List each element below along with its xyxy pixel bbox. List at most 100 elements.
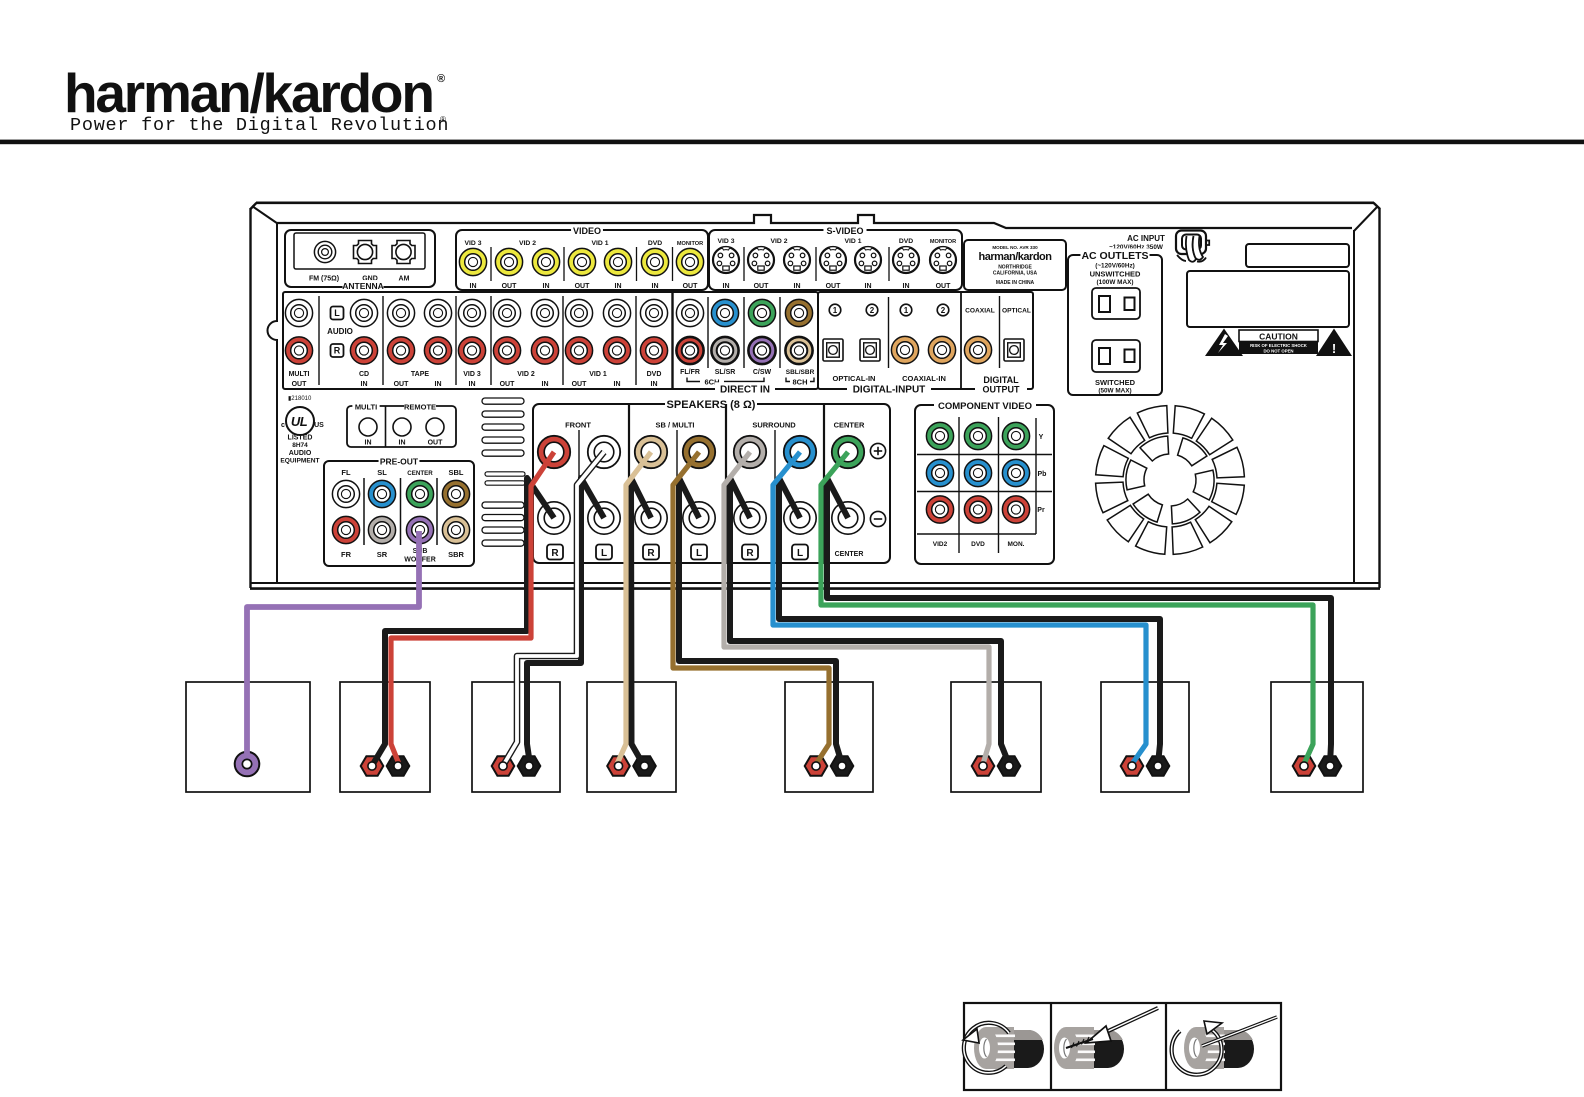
svg-text:VID 2: VID 2 xyxy=(771,238,788,245)
svg-text:IN: IN xyxy=(903,283,910,290)
svg-text:DO NOT OPEN: DO NOT OPEN xyxy=(1263,349,1293,354)
svg-text:SL: SL xyxy=(377,468,387,477)
svg-text:IN: IN xyxy=(542,381,549,388)
svg-text:C/SW: C/SW xyxy=(753,369,772,376)
svg-text:8H74: 8H74 xyxy=(292,442,308,449)
svg-text:MADE IN CHINA: MADE IN CHINA xyxy=(996,280,1035,286)
svg-text:CALIFORNIA, USA: CALIFORNIA, USA xyxy=(993,271,1038,277)
svg-text:CD: CD xyxy=(359,371,369,378)
svg-text:FRONT: FRONT xyxy=(565,421,591,430)
svg-text:IN: IN xyxy=(723,283,730,290)
svg-text:DIGITAL-INPUT: DIGITAL-INPUT xyxy=(853,385,926,396)
svg-text:MONITOR: MONITOR xyxy=(677,241,703,247)
svg-text:OUT: OUT xyxy=(936,283,952,290)
svg-text:MONITOR: MONITOR xyxy=(930,239,956,245)
svg-text:L: L xyxy=(797,548,803,559)
svg-text:IN: IN xyxy=(615,283,622,290)
svg-text:(100W MAX): (100W MAX) xyxy=(1097,279,1134,286)
svg-text:DVD: DVD xyxy=(971,541,985,548)
svg-text:OUT: OUT xyxy=(394,381,410,388)
svg-text:COAXIAL-IN: COAXIAL-IN xyxy=(902,374,946,383)
svg-text:Pb: Pb xyxy=(1038,471,1047,478)
svg-text:IN: IN xyxy=(652,283,659,290)
svg-text:MON.: MON. xyxy=(1008,541,1025,548)
svg-text:VID 3: VID 3 xyxy=(463,371,481,378)
svg-text:IN: IN xyxy=(469,381,476,388)
svg-text:AC OUTLETS: AC OUTLETS xyxy=(1081,250,1148,262)
svg-text:VID 3: VID 3 xyxy=(718,238,735,245)
svg-text:OUT: OUT xyxy=(683,283,699,290)
svg-text:IN: IN xyxy=(651,381,658,388)
svg-text:GND: GND xyxy=(362,276,378,283)
svg-text:OUT: OUT xyxy=(754,283,770,290)
svg-text:~120V/60Hz 350W: ~120V/60Hz 350W xyxy=(1109,244,1164,251)
svg-text:IN: IN xyxy=(399,440,406,447)
svg-text:SURROUND: SURROUND xyxy=(752,421,796,430)
svg-text:EQUIPMENT: EQUIPMENT xyxy=(280,458,319,465)
svg-text:SB / MULTI: SB / MULTI xyxy=(655,421,694,430)
svg-text:DIRECT IN: DIRECT IN xyxy=(720,385,770,396)
svg-text:OUT: OUT xyxy=(292,381,308,388)
svg-text:2: 2 xyxy=(941,306,946,315)
svg-text:IN: IN xyxy=(794,283,801,290)
svg-text:IN: IN xyxy=(435,381,442,388)
svg-text:OPTICAL-IN: OPTICAL-IN xyxy=(833,374,876,383)
svg-text:ANTENNA: ANTENNA xyxy=(342,281,384,291)
svg-text:LISTED: LISTED xyxy=(288,435,313,442)
svg-text:DVD: DVD xyxy=(647,371,662,378)
svg-text:VID 1: VID 1 xyxy=(845,238,862,245)
svg-text:RISK OF ELECTRIC SHOCK: RISK OF ELECTRIC SHOCK xyxy=(1250,343,1308,348)
svg-text:OUT: OUT xyxy=(500,381,516,388)
svg-text:L: L xyxy=(696,548,702,559)
svg-text:AUDIO: AUDIO xyxy=(327,327,353,336)
svg-text:VID 1: VID 1 xyxy=(589,371,607,378)
svg-text:c: c xyxy=(281,422,285,429)
svg-text:OUT: OUT xyxy=(575,283,591,290)
svg-text:IN: IN xyxy=(865,283,872,290)
svg-text:OUT: OUT xyxy=(826,283,842,290)
svg-text:UL: UL xyxy=(291,414,308,429)
svg-text:FM (75Ω): FM (75Ω) xyxy=(309,276,339,283)
svg-text:IN: IN xyxy=(470,283,477,290)
svg-text:OUTPUT: OUTPUT xyxy=(983,385,1021,395)
svg-text:OUT: OUT xyxy=(572,381,588,388)
svg-text:IN: IN xyxy=(361,381,368,388)
svg-text:IN: IN xyxy=(614,381,621,388)
svg-text:6CH: 6CH xyxy=(704,378,719,387)
svg-text:VIDEO: VIDEO xyxy=(573,226,601,236)
svg-text:R: R xyxy=(334,346,341,356)
svg-text:SBL/SBR: SBL/SBR xyxy=(786,369,815,376)
svg-text:COMPONENT VIDEO: COMPONENT VIDEO xyxy=(938,401,1032,412)
svg-text:S-VIDEO: S-VIDEO xyxy=(826,226,863,236)
svg-text:SBL: SBL xyxy=(449,468,464,477)
svg-text:FL/FR: FL/FR xyxy=(680,369,700,376)
svg-text:L: L xyxy=(334,308,340,318)
svg-text:▮218010: ▮218010 xyxy=(288,396,312,402)
svg-text:FL: FL xyxy=(341,468,351,477)
svg-text:2: 2 xyxy=(870,306,875,315)
svg-text:CENTER: CENTER xyxy=(834,421,865,430)
svg-text:(50W MAX): (50W MAX) xyxy=(1098,388,1131,395)
svg-text:L: L xyxy=(601,548,607,559)
svg-text:VID 1: VID 1 xyxy=(592,240,609,247)
svg-text:SWITCHED: SWITCHED xyxy=(1095,378,1136,387)
svg-text:SL/SR: SL/SR xyxy=(715,369,736,376)
svg-text:1: 1 xyxy=(904,306,909,315)
svg-text:R: R xyxy=(647,548,655,559)
svg-text:SR: SR xyxy=(377,550,388,559)
svg-text:FR: FR xyxy=(341,550,352,559)
svg-text:CENTER: CENTER xyxy=(407,470,433,477)
svg-text:(~120V/60Hz): (~120V/60Hz) xyxy=(1095,263,1135,270)
svg-text:Power for the Digital Revoluti: Power for the Digital Revolution xyxy=(70,115,449,136)
svg-text:harman/kardon: harman/kardon xyxy=(64,62,433,124)
svg-text:IN: IN xyxy=(365,440,372,447)
svg-text:COAXIAL: COAXIAL xyxy=(965,308,995,315)
svg-text:VID 2: VID 2 xyxy=(519,240,536,247)
svg-text:harman/kardon: harman/kardon xyxy=(979,251,1053,263)
svg-text:R: R xyxy=(746,548,754,559)
svg-text:AUDIO: AUDIO xyxy=(289,450,312,457)
svg-text:CAUTION: CAUTION xyxy=(1259,332,1298,342)
svg-text:SBR: SBR xyxy=(448,550,464,559)
svg-text:8CH: 8CH xyxy=(792,378,807,387)
svg-text:AM: AM xyxy=(399,276,410,283)
